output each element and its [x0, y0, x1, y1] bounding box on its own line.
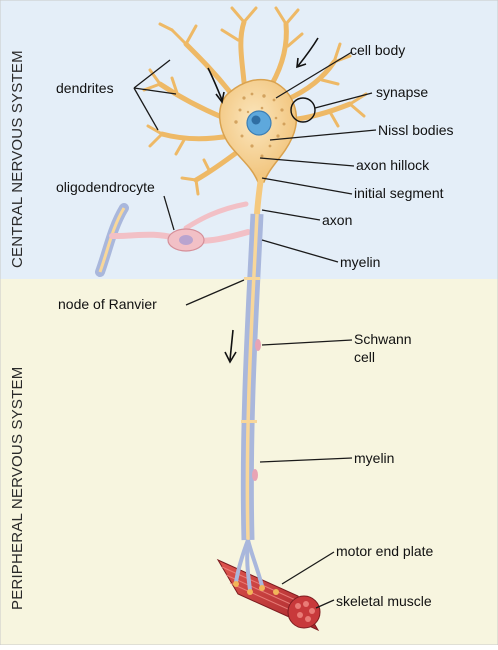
- label-myelin-pns: myelin: [354, 450, 394, 466]
- cns-region-label: CENTRAL NERVOUS SYSTEM: [9, 50, 26, 268]
- label-nissl-bodies: Nissl bodies: [378, 122, 453, 138]
- leader-lines: [133, 51, 377, 609]
- label-oligodendrocyte: oligodendrocyte: [56, 179, 155, 195]
- axon: [240, 175, 264, 541]
- synapse-marker: [290, 97, 316, 123]
- label-skeletal-muscle: skeletal muscle: [336, 593, 432, 609]
- label-axon: axon: [322, 212, 352, 228]
- label-node-of-ranvier: node of Ranvier: [58, 296, 157, 312]
- label-synapse: synapse: [376, 84, 428, 100]
- oligodendrocyte-cell: [95, 201, 251, 277]
- label-schwann-cell-line1: Schwann: [354, 331, 412, 347]
- label-motor-end-plate: motor end plate: [336, 543, 433, 559]
- label-initial-segment: initial segment: [354, 185, 444, 201]
- skeletal-muscle: [216, 539, 321, 632]
- signal-direction-arrows: [207, 37, 319, 364]
- label-myelin-cns: myelin: [340, 254, 380, 270]
- label-dendrites: dendrites: [56, 80, 114, 96]
- label-axon-hillock: axon hillock: [356, 157, 430, 173]
- label-cell-body: cell body: [350, 42, 405, 58]
- pns-region-label: PERIPHERAL NERVOUS SYSTEM: [9, 367, 26, 610]
- cell-body: [218, 78, 297, 183]
- label-schwann-cell-line2: cell: [354, 349, 375, 365]
